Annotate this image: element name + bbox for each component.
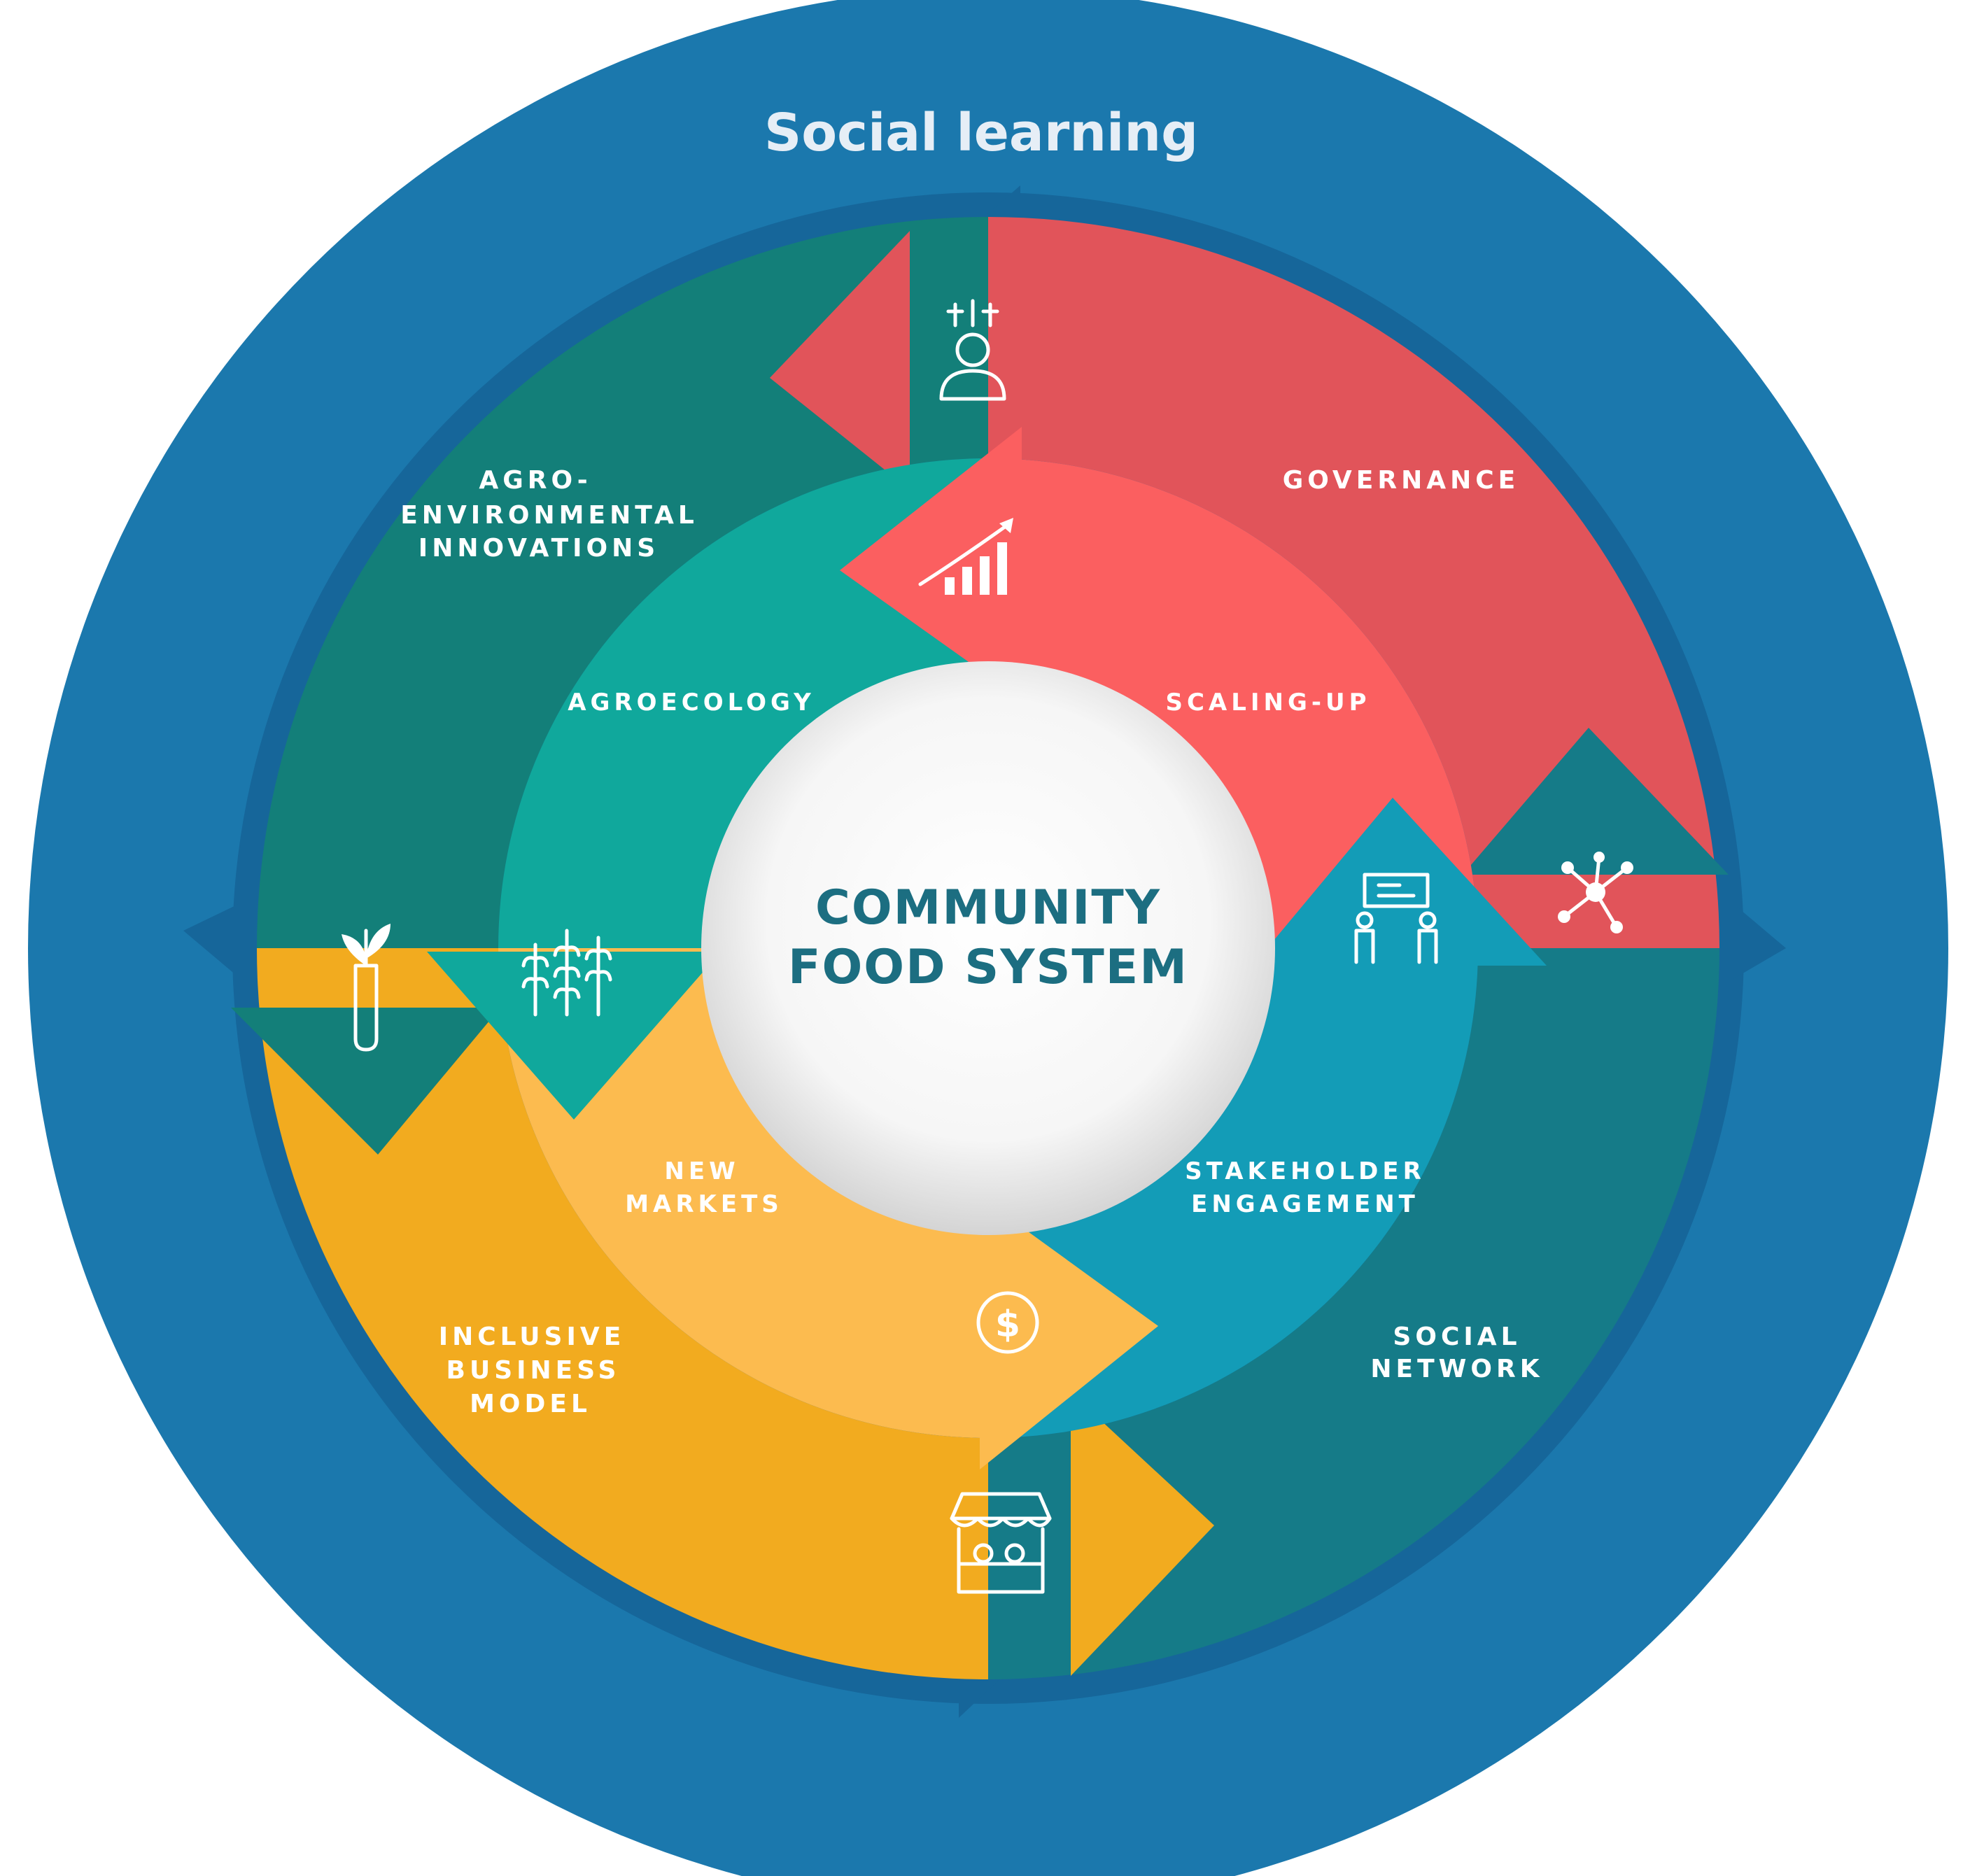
label-agroecology: AGROECOLOGY: [568, 689, 815, 717]
label-social-network-line1: SOCIAL: [1393, 1323, 1521, 1351]
label-new-markets-line2: MARKETS: [625, 1190, 783, 1218]
label-social-network-line2: NETWORK: [1370, 1355, 1543, 1383]
outer-arrow-social-network: [1463, 728, 1729, 875]
label-stakeholder-line1: STAKEHOLDER: [1185, 1157, 1426, 1185]
outer-arrow-inclusive: [1071, 1392, 1214, 1676]
inner-segment-scaling-up: [988, 458, 1478, 948]
label-agro-line2: ENVIRONMENTAL: [400, 501, 698, 530]
label-agro-line3: INNOVATIONS: [418, 534, 659, 563]
inner-arrow-new-markets: [980, 1197, 1158, 1469]
seedling-tube-icon: [342, 924, 391, 1052]
growth-chart-icon: [918, 518, 1013, 595]
outer-arrow-agro: [231, 1008, 500, 1155]
center-circle: [701, 661, 1275, 1235]
stakeholders-icon: [1354, 873, 1438, 964]
diagram-title: Social learning: [764, 103, 1198, 163]
inner-arrow-scaling-up: [840, 427, 1022, 700]
inner-arrow-stakeholder: [1253, 798, 1547, 966]
label-inclusive-line1: INCLUSIVE: [439, 1323, 626, 1351]
outer-segment-governance: [988, 217, 1719, 948]
dollar-coin-icon: $: [976, 1291, 1039, 1354]
outer-segment-inclusive-business: [257, 948, 988, 1679]
inner-arrow-agroecology: [427, 952, 721, 1120]
label-inclusive-line3: MODEL: [470, 1390, 591, 1418]
cycle-arrowhead-left: [183, 903, 241, 980]
label-inclusive-line2: BUSINESS: [446, 1356, 621, 1385]
farmer-icon: [939, 299, 1006, 401]
market-stall-icon: [950, 1492, 1052, 1594]
label-stakeholder-line2: ENGAGEMENT: [1191, 1190, 1419, 1218]
svg-text:$: $: [995, 1304, 1020, 1346]
label-agro-line1: AGRO-: [479, 466, 591, 495]
network-icon: [1558, 852, 1633, 933]
label-new-markets-line1: NEW: [664, 1157, 739, 1185]
label-scaling-up: SCALING-UP: [1165, 689, 1370, 717]
cycle-arrowhead-right: [1732, 903, 1786, 980]
center-label-line1: COMMUNITY: [815, 880, 1161, 936]
label-governance: GOVERNANCE: [1283, 466, 1520, 495]
center-label-line2: FOOD SYSTEM: [788, 940, 1188, 995]
outer-arrow-governance: [770, 231, 910, 490]
wheat-icon: [521, 929, 612, 1017]
inner-segment-new-markets: [498, 948, 988, 1438]
